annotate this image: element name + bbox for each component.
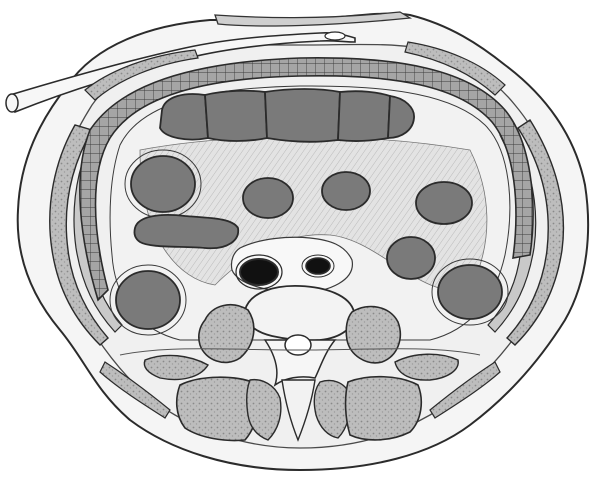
bowel-loop [387,237,435,279]
inferior-vena-cava [306,258,330,274]
colon-segment [338,91,390,141]
transverse-colon [160,89,414,142]
right-psoas [346,307,400,363]
spinal-canal [285,335,311,355]
colon-segment [265,89,340,142]
bowel-loop [243,178,293,218]
left-erector-spinae [177,377,259,440]
bowel-loop [116,271,180,329]
bowel-loop-elongated [135,215,239,248]
right-erector-spinae [346,377,422,440]
colon-segment [160,94,208,139]
vertebral-body [245,286,355,340]
small-marker [325,32,345,40]
bowel-loop [322,172,370,210]
bowel-loop [131,156,195,212]
aorta [240,259,278,285]
bowel-loop [416,182,472,224]
colon-segment [205,91,267,141]
drain-tube-tip [6,94,18,112]
bowel-loop [438,265,502,319]
